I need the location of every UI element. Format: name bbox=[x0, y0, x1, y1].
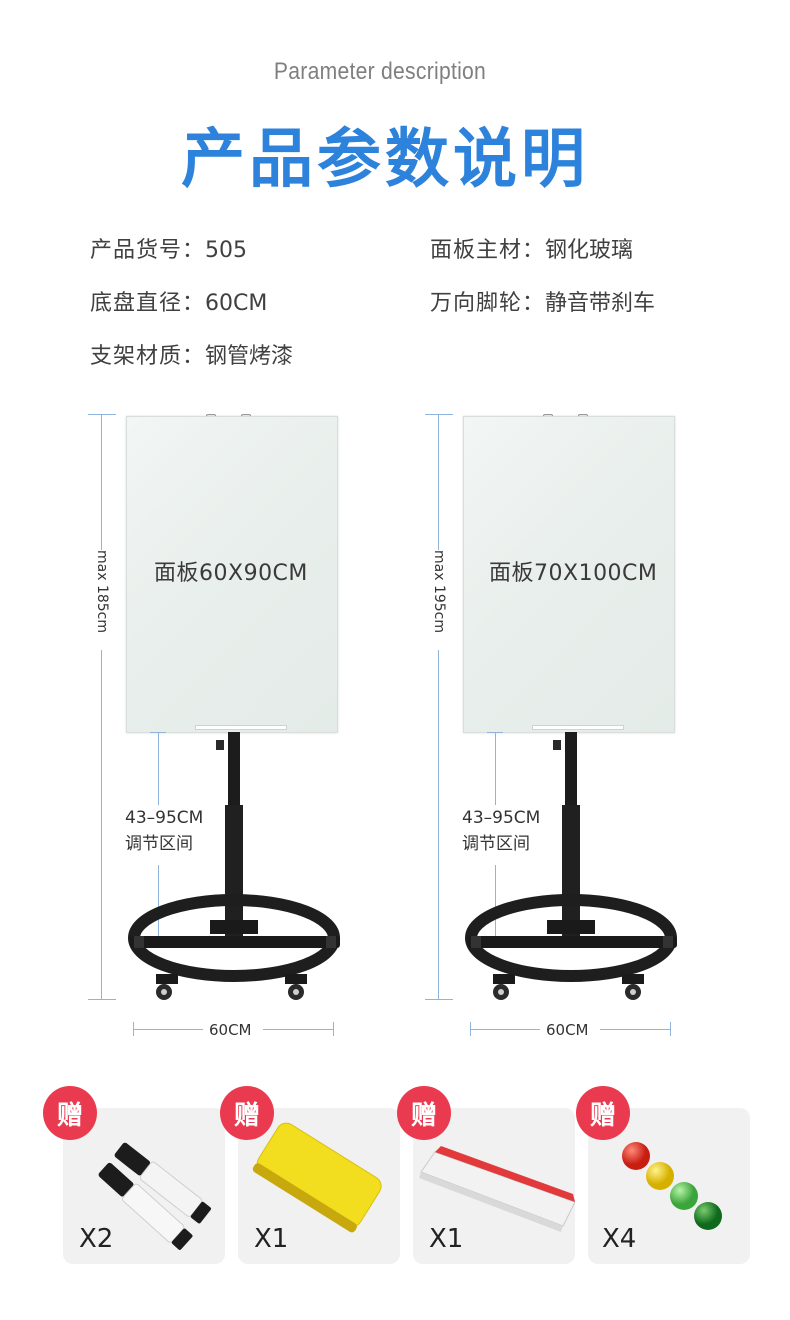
eraser-icon bbox=[252, 1122, 382, 1233]
panel-size-label: 面板60X90CM bbox=[154, 561, 308, 586]
height-dimension-line bbox=[438, 414, 439, 1000]
gift-badge: 赠 bbox=[43, 1086, 97, 1140]
stand-base bbox=[128, 732, 340, 1000]
gift-quantity: X1 bbox=[254, 1224, 289, 1254]
base-width-label: 60CM bbox=[546, 1021, 589, 1039]
param-casters: 万向脚轮：静音带刹车 bbox=[430, 285, 655, 317]
param-panel-material: 面板主材：钢化玻璃 bbox=[430, 232, 633, 264]
adjust-range-note: 调节区间 bbox=[462, 834, 530, 854]
param-value: 钢管烤漆 bbox=[205, 344, 294, 369]
adjust-range-label: 43–95CM bbox=[462, 808, 541, 828]
panel-size-label: 面板70X100CM bbox=[489, 561, 658, 586]
pen-tray-icon bbox=[419, 1146, 575, 1232]
base-width-label: 60CM bbox=[209, 1021, 252, 1039]
pen-ledge bbox=[195, 725, 287, 730]
param-value: 静音带刹车 bbox=[545, 291, 656, 316]
gift-card-eraser: X1 bbox=[238, 1108, 400, 1264]
subtitle: Parameter description bbox=[273, 58, 487, 85]
dimension-tick bbox=[88, 414, 116, 415]
param-item-number: 产品货号：505 bbox=[90, 232, 247, 264]
param-frame-material: 支架材质：钢管烤漆 bbox=[90, 338, 293, 370]
gift-quantity: X1 bbox=[429, 1224, 464, 1254]
param-label: 面板主材： bbox=[430, 238, 546, 263]
param-label: 产品货号： bbox=[90, 238, 206, 263]
stand-base bbox=[465, 732, 677, 1000]
param-base-diameter: 底盘直径：60CM bbox=[90, 285, 267, 317]
gift-badge: 赠 bbox=[220, 1086, 274, 1140]
max-height-label: max 195cm bbox=[431, 550, 447, 634]
marker-pens-icon bbox=[98, 1142, 211, 1250]
height-dimension-line bbox=[101, 414, 102, 1000]
product-diagram-2: max 195cm 面板70X100CM 43–95CM 调节区间 60CM bbox=[337, 400, 737, 1050]
param-label: 底盘直径： bbox=[90, 291, 206, 316]
adjust-range-note: 调节区间 bbox=[125, 834, 193, 854]
param-value: 钢化玻璃 bbox=[545, 238, 634, 263]
param-label: 万向脚轮： bbox=[430, 291, 546, 316]
whiteboard-panel bbox=[126, 416, 338, 733]
dimension-tick bbox=[487, 732, 503, 733]
adjust-range-label: 43–95CM bbox=[125, 808, 204, 828]
param-label: 支架材质： bbox=[90, 344, 206, 369]
gift-badge: 赠 bbox=[576, 1086, 630, 1140]
param-value: 505 bbox=[205, 238, 248, 263]
dimension-tick bbox=[470, 1022, 471, 1036]
whiteboard-panel bbox=[463, 416, 675, 733]
dimension-tick bbox=[150, 732, 166, 733]
dimension-tick bbox=[133, 1022, 134, 1036]
dimension-tick bbox=[670, 1022, 671, 1036]
pen-ledge bbox=[532, 725, 624, 730]
gift-quantity: X4 bbox=[602, 1224, 637, 1254]
product-diagram-1: max 185cm 面板60X90CM 43–95CM 调节区间 60CM bbox=[0, 400, 395, 1050]
magnets-icon bbox=[622, 1142, 722, 1230]
param-value: 60CM bbox=[205, 291, 268, 316]
dimension-tick bbox=[425, 414, 453, 415]
dimension-tick bbox=[88, 999, 116, 1000]
gift-card-markers: X2 bbox=[63, 1108, 225, 1264]
dimension-tick bbox=[333, 1022, 334, 1036]
dimension-tick bbox=[425, 999, 453, 1000]
page-title: 产品参数说明 bbox=[181, 123, 589, 197]
gift-badge: 赠 bbox=[397, 1086, 451, 1140]
max-height-label: max 185cm bbox=[94, 550, 110, 634]
gift-quantity: X2 bbox=[79, 1224, 114, 1254]
